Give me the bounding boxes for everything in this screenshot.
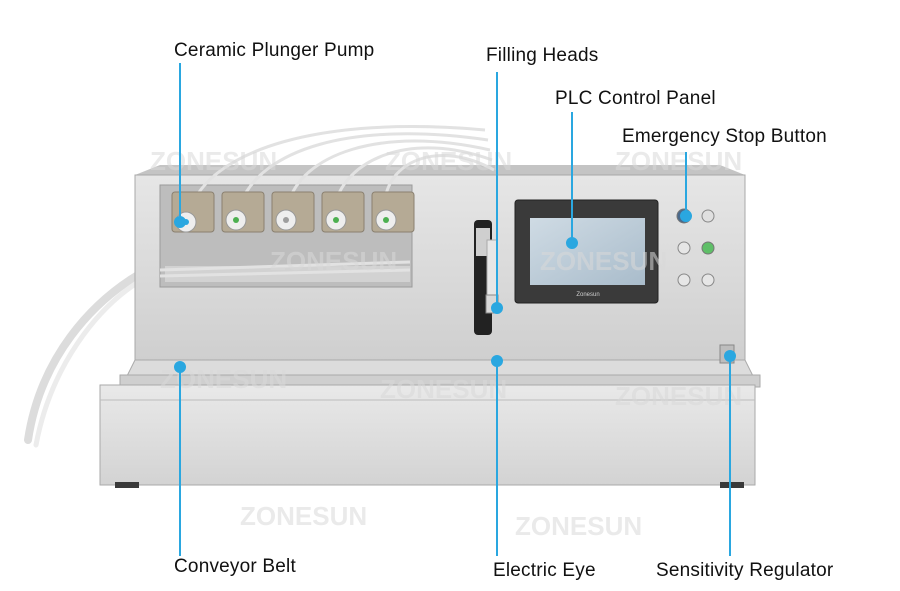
svg-text:ZONESUN: ZONESUN xyxy=(240,501,367,531)
svg-text:ZONESUN: ZONESUN xyxy=(615,146,742,176)
watermarks: ZONESUN ZONESUN ZONESUN ZONESUN ZONESUN … xyxy=(150,146,742,541)
pump-unit xyxy=(321,191,365,233)
filling-heads xyxy=(474,220,499,335)
plc-control-panel: Zonesun xyxy=(514,199,659,304)
svg-text:ZONESUN: ZONESUN xyxy=(615,381,742,411)
svg-text:ZONESUN: ZONESUN xyxy=(515,511,642,541)
supply-hose xyxy=(24,264,154,444)
svg-text:ZONESUN: ZONESUN xyxy=(385,146,512,176)
label-conveyor-belt: Conveyor Belt xyxy=(174,556,296,577)
ceramic-pumps xyxy=(171,191,415,233)
callouts xyxy=(174,63,736,556)
label-filling-heads: Filling Heads xyxy=(486,45,599,66)
plc-brand: Zonesun xyxy=(576,292,599,298)
label-ceramic-plunger-pump: Ceramic Plunger Pump xyxy=(174,40,375,61)
svg-text:ZONESUN: ZONESUN xyxy=(270,246,397,276)
conveyor-base xyxy=(99,344,761,488)
pump-unit xyxy=(221,191,265,233)
svg-text:ZONESUN: ZONESUN xyxy=(150,146,277,176)
label-electric-eye: Electric Eye xyxy=(493,560,596,581)
svg-text:ZONESUN: ZONESUN xyxy=(540,246,667,276)
tubes xyxy=(159,125,495,278)
label-emergency-stop-button: Emergency Stop Button xyxy=(622,126,827,147)
pump-unit xyxy=(371,191,415,233)
svg-text:ZONESUN: ZONESUN xyxy=(380,374,507,404)
pump-unit xyxy=(271,191,315,233)
label-plc-control-panel: PLC Control Panel xyxy=(555,88,716,109)
label-sensitivity-regulator: Sensitivity Regulator xyxy=(656,560,834,581)
